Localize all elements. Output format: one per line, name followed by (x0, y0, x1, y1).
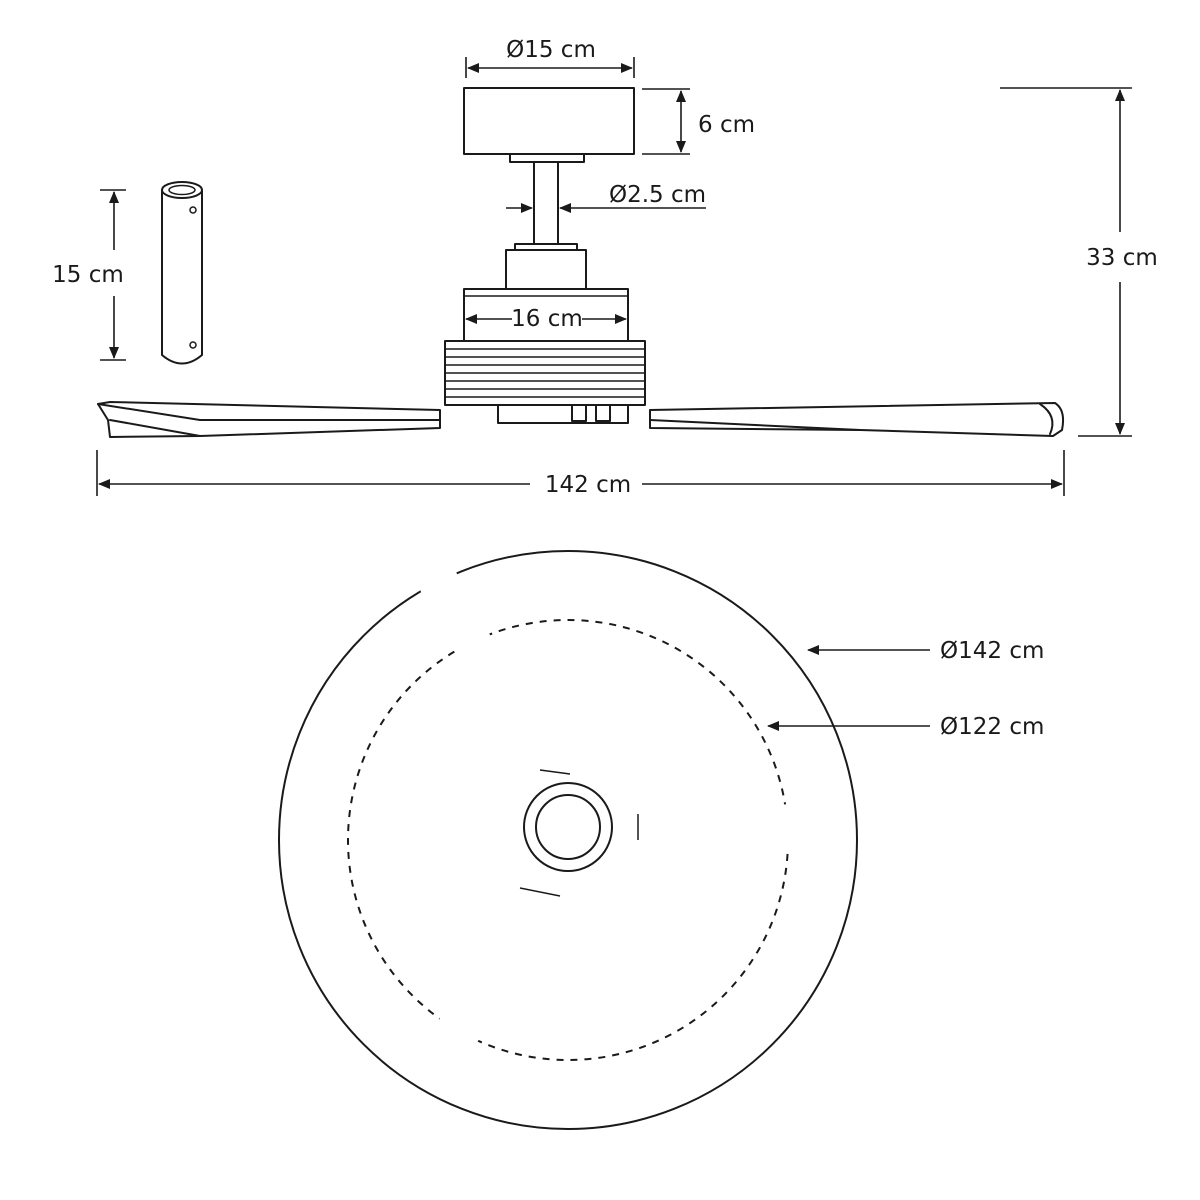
top-blade-upper (420, 567, 596, 812)
top-blade-lower (416, 860, 596, 1090)
sweep-diameter-label: Ø142 cm (940, 638, 1044, 664)
motor-housing (444, 243, 646, 424)
span-dimension: 142 cm (96, 450, 1065, 498)
canopy (463, 87, 635, 163)
top-blade-right (600, 803, 852, 856)
inner-diameter-callout: Ø122 cm (767, 714, 1044, 740)
downrod-length-dimension: 15 cm (52, 189, 126, 361)
canopy-height-dimension: 6 cm (642, 88, 755, 155)
downrod-length-label: 15 cm (52, 262, 124, 288)
motor-width-label: 16 cm (511, 306, 583, 332)
total-height-dimension: 33 cm (1000, 87, 1158, 437)
sweep-circle (278, 550, 858, 1130)
sweep-diameter-callout: Ø142 cm (807, 638, 1044, 664)
canopy-height-label: 6 cm (698, 112, 755, 138)
side-view: Ø15 cm 6 cm Ø2.5 cm 16 cm 33 (52, 37, 1158, 498)
span-label: 142 cm (545, 472, 631, 498)
inner-diameter-label: Ø122 cm (940, 714, 1044, 740)
downrod-diameter-label: Ø2.5 cm (609, 182, 706, 208)
hub (523, 782, 613, 872)
extension-downrod (161, 181, 203, 365)
motor-width-dimension: 16 cm (465, 306, 627, 332)
total-height-label: 33 cm (1086, 245, 1158, 271)
side-blades (97, 401, 1065, 438)
canopy-diameter-dimension: Ø15 cm (465, 37, 635, 78)
top-view: Ø142 cm Ø122 cm (278, 550, 1044, 1130)
downrod-diameter-dimension: Ø2.5 cm (506, 182, 706, 213)
downrod (533, 161, 559, 245)
canopy-diameter-label: Ø15 cm (506, 37, 596, 63)
